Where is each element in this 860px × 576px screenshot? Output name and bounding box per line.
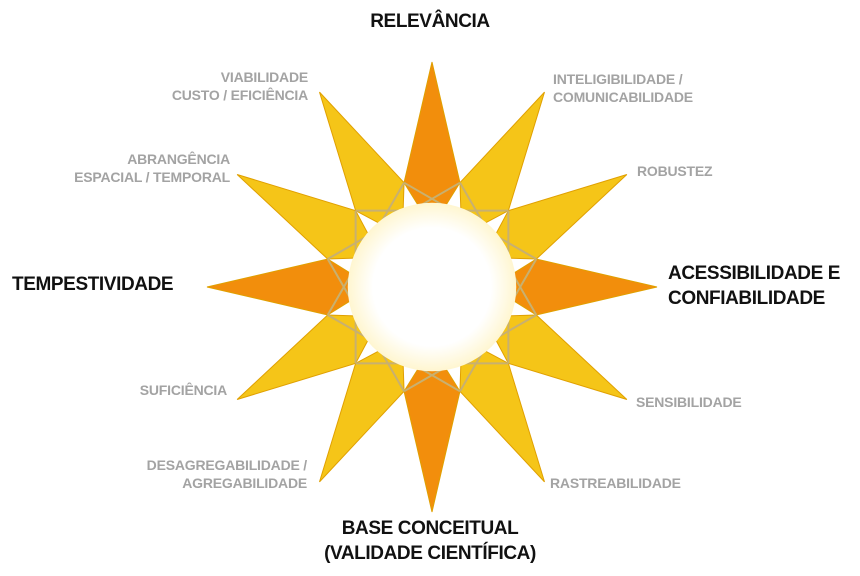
label-base-conceitual-line-2: (VALIDADE CIENTÍFICA) [324, 542, 536, 564]
star-core [347, 202, 517, 372]
label-inteligibilidade-line-2: COMUNICABILIDADE [553, 89, 693, 106]
label-relevancia: RELEVÂNCIA [330, 10, 530, 35]
label-viabilidade-line-1: VIABILIDADE [220, 69, 308, 85]
label-desagregabilidade-line-1: DESAGREGABILIDADE / [146, 457, 308, 473]
label-robustez-line-1: ROBUSTEZ [637, 163, 713, 179]
label-abrangencia-line-2: ESPACIAL / TEMPORAL [74, 169, 230, 186]
label-acessibilidade: ACESSIBILIDADE E CONFIABILIDADE [668, 262, 840, 311]
label-tempestividade: TEMPESTIVIDADE [12, 273, 174, 298]
label-relevancia-line-1: RELEVÂNCIA [370, 11, 490, 32]
label-base-conceitual: BASE CONCEITUAL (VALIDADE CIENTÍFICA) [290, 517, 570, 566]
label-inteligibilidade-line-1: INTELIGIBILIDADE / [553, 71, 683, 87]
label-suficiencia: SUFICIÊNCIA [140, 381, 227, 399]
label-rastreabilidade-line-1: RASTREABILIDADE [550, 475, 681, 491]
label-robustez: ROBUSTEZ [637, 162, 713, 180]
label-sensibilidade: SENSIBILIDADE [636, 393, 742, 411]
label-acessibilidade-line-2: CONFIABILIDADE [668, 287, 825, 309]
label-viabilidade-line-2: CUSTO / EFICIÊNCIA [171, 87, 308, 104]
label-tempestividade-line-1: TEMPESTIVIDADE [12, 274, 174, 295]
label-rastreabilidade: RASTREABILIDADE [550, 474, 681, 492]
label-abrangencia: ABRANGÊNCIA ESPACIAL / TEMPORAL [74, 150, 230, 186]
label-desagregabilidade: DESAGREGABILIDADE / AGREGABILIDADE [146, 456, 308, 492]
label-acessibilidade-line-1: ACESSIBILIDADE E [668, 263, 841, 284]
label-viabilidade: VIABILIDADE CUSTO / EFICIÊNCIA [172, 68, 308, 104]
label-desagregabilidade-line-2: AGREGABILIDADE [182, 475, 307, 492]
label-inteligibilidade: INTELIGIBILIDADE / COMUNICABILIDADE [553, 70, 693, 106]
label-sensibilidade-line-1: SENSIBILIDADE [636, 394, 742, 410]
label-base-conceitual-line-1: BASE CONCEITUAL [341, 518, 519, 539]
label-suficiencia-line-1: SUFICIÊNCIA [139, 382, 227, 398]
label-abrangencia-line-1: ABRANGÊNCIA [127, 151, 230, 167]
